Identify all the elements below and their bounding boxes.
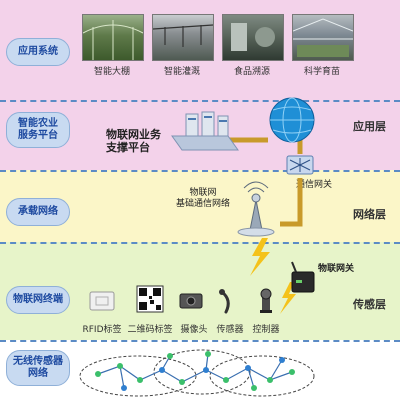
terminal-caption-sensor: 传感器 <box>216 325 244 335</box>
pill-application-system: 应用系统 <box>6 38 70 66</box>
divider-perception <box>0 340 400 342</box>
food-trace-photo <box>222 14 284 61</box>
wsn-nodes <box>95 351 295 391</box>
layer-name-perception: 传感层 <box>353 298 386 311</box>
pill-iot-terminal: 物联网终端 <box>6 286 70 314</box>
divider-network <box>0 242 400 244</box>
divider-platform <box>0 170 400 172</box>
base-station-icon <box>237 181 275 237</box>
router-icon <box>286 155 314 175</box>
app-caption-food-trace: 食品溯源 <box>233 67 270 77</box>
wsn-links <box>97 353 293 389</box>
pill-wsn: 无线传感器 网络 <box>6 350 70 386</box>
terminal-caption-rfid: RFID标签 <box>82 325 122 335</box>
iot-gateway-icon <box>291 261 315 293</box>
seedling-photo <box>292 14 354 61</box>
iot-gateway-label: 物联网关 <box>318 264 355 274</box>
lightning-bolt-small-icon <box>280 282 296 314</box>
app-caption-seedling: 科学育苗 <box>303 67 340 77</box>
lightning-bolt-icon <box>250 238 270 276</box>
terminal-caption-controller: 控制器 <box>252 325 280 335</box>
qr-code-icon <box>136 285 164 313</box>
pill-bearer-network: 承载网络 <box>6 198 70 226</box>
layer-name-network: 网络层 <box>353 208 386 221</box>
gateway-label: 通信网关 <box>296 180 333 190</box>
wsn-coverage-ellipses <box>79 349 315 397</box>
layer-name-application: 应用层 <box>353 120 386 133</box>
globe-icon <box>269 97 315 143</box>
rfid-tag-icon <box>89 291 115 311</box>
terminal-caption-camera: 摄像头 <box>180 325 208 335</box>
server-cluster-icon <box>171 111 239 151</box>
app-caption-greenhouse: 智能大棚 <box>93 67 130 77</box>
terminal-caption-qr: 二维码标签 <box>127 325 173 335</box>
controller-icon <box>260 288 272 313</box>
divider-app <box>0 100 400 102</box>
sensor-icon <box>219 289 230 314</box>
platform-title: 物联网业务 支撑平台 <box>106 128 161 154</box>
camera-icon <box>179 293 203 309</box>
app-caption-irrigation: 智能灌溉 <box>163 67 200 77</box>
network-center-label: 物联网 基础通信网络 <box>176 188 231 209</box>
pill-service-platform: 智能农业 服务平台 <box>6 112 70 148</box>
greenhouse-photo <box>82 14 144 61</box>
irrigation-photo <box>152 14 214 61</box>
